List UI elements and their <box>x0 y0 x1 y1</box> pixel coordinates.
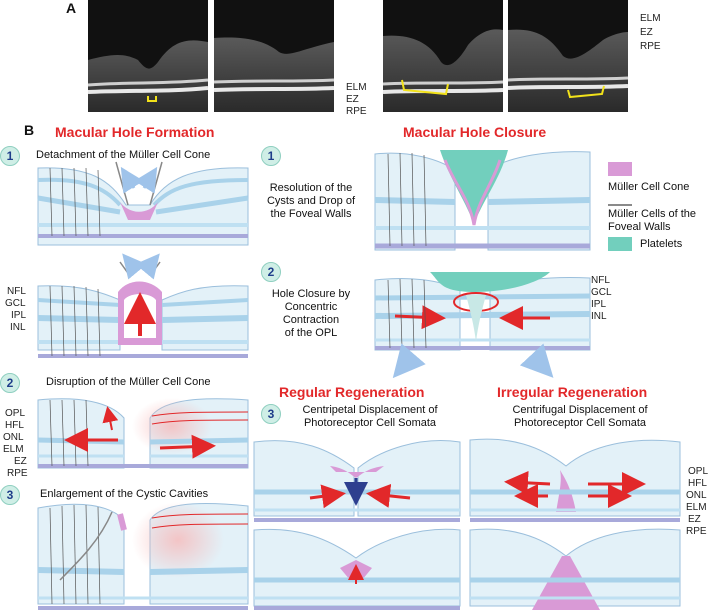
formation-title: Macular Hole Formation <box>55 124 215 140</box>
oct-label-ez-1: EZ <box>346 94 359 105</box>
formation-step-1-title: Detachment of the Müller Cell Cone <box>36 149 211 161</box>
regular-subtitle-line-2: Photoreceptor Cell Somata <box>303 417 437 429</box>
diagram-formation-1b <box>37 253 249 358</box>
closure-step-1-text: Resolution of the Cysts and Drop of the … <box>256 182 366 221</box>
closure-step-2-line-4: of the OPL <box>284 327 338 339</box>
irregular-subtitle-line-1: Centrifugal Displacement of <box>512 404 648 416</box>
legend-swatch-platelets <box>608 237 632 251</box>
oct-label-elm-1: ELM <box>346 82 367 93</box>
formation-step-2-title: Disruption of the Müller Cell Cone <box>46 376 211 388</box>
layer-label-ez: EZ <box>14 456 27 467</box>
diagram-irregular-1 <box>469 438 681 522</box>
layer-label-ipl: IPL <box>11 310 27 321</box>
oct-label-rpe-2: RPE <box>640 41 661 52</box>
diagram-regular-2 <box>253 528 461 610</box>
irregular-layer-label-opl: OPL <box>688 466 709 477</box>
diagram-closure-2 <box>374 272 591 379</box>
closure-layer-label-nfl: NFL <box>591 275 610 286</box>
formation-step-2-number: 2 <box>0 373 20 393</box>
closure-step-3-number: 3 <box>261 404 281 424</box>
legend-foveal-line-2: Foveal Walls <box>608 221 671 233</box>
diagram-formation-3 <box>37 502 249 610</box>
diagram-formation-2 <box>37 398 249 469</box>
oct-label-rpe-1: RPE <box>346 106 367 117</box>
panel-a-letter: A <box>66 0 77 16</box>
layer-label-hfl: HFL <box>5 420 24 431</box>
irregular-layer-label-onl: ONL <box>686 490 707 501</box>
closure-step-1-line-2: Cysts and Drop of <box>266 195 356 207</box>
closure-step-1-number: 1 <box>261 146 281 166</box>
irregular-regeneration-title: Irregular Regeneration <box>497 384 648 400</box>
irregular-layer-label-hfl: HFL <box>688 478 707 489</box>
layer-label-gcl: GCL <box>5 298 26 309</box>
diagram-closure-1 <box>374 150 591 251</box>
legend-label-muller-cone: Müller Cell Cone <box>608 181 690 193</box>
layer-label-onl: ONL <box>3 432 24 443</box>
legend-swatch-foveal-walls <box>608 204 632 206</box>
closure-step-1-line-1: Resolution of the <box>269 182 353 194</box>
regular-subtitle-line-1: Centripetal Displacement of <box>302 404 438 416</box>
layer-label-elm: ELM <box>3 444 24 455</box>
regular-regeneration-title: Regular Regeneration <box>279 384 425 400</box>
legend-swatch-muller-cone <box>608 162 632 176</box>
layer-label-rpe: RPE <box>7 468 28 479</box>
irregular-subtitle-line-2: Photoreceptor Cell Somata <box>513 417 647 429</box>
closure-step-2-line-1: Hole Closure by <box>271 288 351 300</box>
irregular-layer-label-ez: EZ <box>688 514 701 525</box>
legend-label-platelets: Platelets <box>640 238 683 250</box>
oct-label-ez-2: EZ <box>640 27 653 38</box>
layer-label-nfl: NFL <box>7 286 26 297</box>
oct-label-elm-2: ELM <box>640 13 661 24</box>
irregular-layer-label-rpe: RPE <box>686 526 707 537</box>
closure-step-2-text: Hole Closure by Concentric Contraction o… <box>256 288 366 340</box>
panel-b-letter: B <box>24 122 35 138</box>
regular-regeneration-subtitle: Centripetal Displacement of Photorecepto… <box>280 404 460 430</box>
closure-layer-label-inl: INL <box>591 311 607 322</box>
closure-step-2-line-3: Contraction <box>282 314 340 326</box>
oct-image-2 <box>214 0 334 112</box>
oct-image-1 <box>88 0 208 112</box>
formation-step-3-number: 3 <box>0 485 20 505</box>
closure-step-2-line-2: Concentric <box>284 301 338 313</box>
closure-title: Macular Hole Closure <box>403 124 547 140</box>
closure-step-1-line-3: the Foveal Walls <box>270 208 352 220</box>
legend-foveal-line-1: Müller Cells of the <box>608 208 697 220</box>
closure-layer-label-ipl: IPL <box>591 299 607 310</box>
diagram-formation-1 <box>37 161 249 246</box>
closure-layer-label-gcl: GCL <box>591 287 612 298</box>
legend-label-foveal-walls: Müller Cells of the Foveal Walls <box>608 208 696 234</box>
closure-step-2-number: 2 <box>261 262 281 282</box>
layer-label-inl: INL <box>10 322 26 333</box>
irregular-layer-label-elm: ELM <box>686 502 707 513</box>
formation-step-3-title: Enlargement of the Cystic Cavities <box>40 488 209 500</box>
formation-step-1-number: 1 <box>0 146 20 166</box>
layer-label-opl: OPL <box>5 408 26 419</box>
diagram-regular-1 <box>253 440 461 522</box>
irregular-regeneration-subtitle: Centrifugal Displacement of Photorecepto… <box>490 404 670 430</box>
diagram-irregular-2 <box>469 528 681 610</box>
